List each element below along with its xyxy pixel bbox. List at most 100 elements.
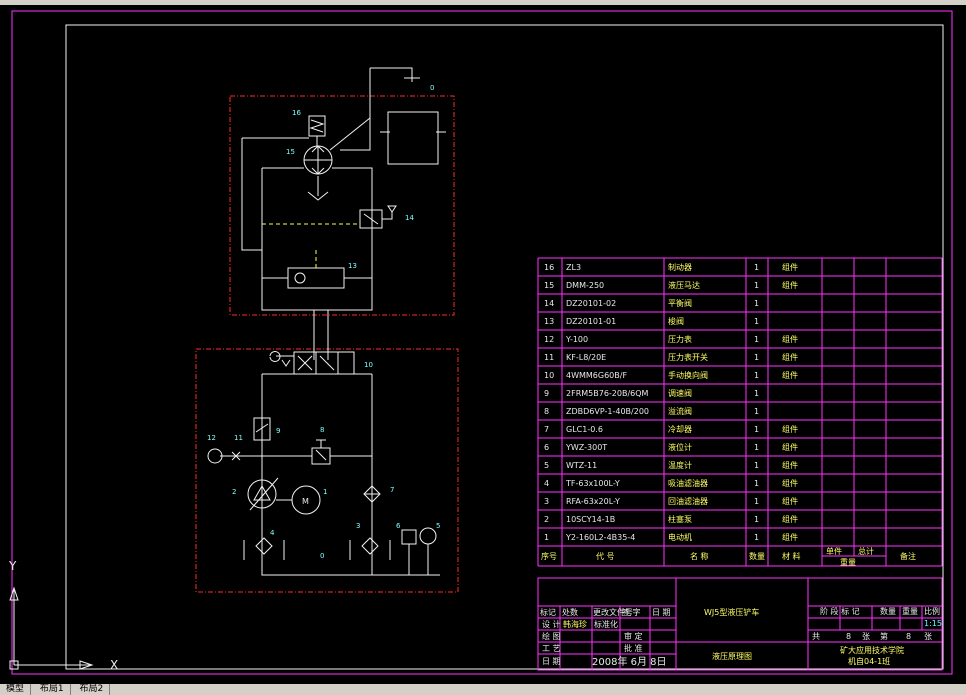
label-11: 11 [234,434,243,442]
bom-row-name: 调速阀 [668,389,692,398]
bom-row-index: 2 [544,515,549,524]
tab-layout2[interactable]: 布局2 [74,684,111,695]
toolbar-strip [0,0,966,5]
tb-row-9: 审 定 [624,631,643,641]
bom-row-qty: 1 [754,353,759,362]
class-name: 机自04-1班 [848,656,890,666]
bom-row-code: TF-63x100L-Y [565,479,620,488]
label-14: 14 [405,214,414,222]
bom-row-code: 4WMM6G60B/F [566,371,627,380]
motor-letter: M [302,497,309,506]
bom-row-name: 手动换向阀 [668,370,708,380]
bom-row-name: 压力表 [668,334,692,344]
bom-row-qty: 1 [754,515,759,524]
bom-row-code: ZL3 [566,263,581,272]
bom-row-material: 组件 [782,370,798,380]
bom-row-name: 电动机 [668,532,692,542]
sheet-unit: 张 [924,632,932,641]
bom-header-name: 名 称 [690,551,709,561]
drawing-date: 2008年 6月 8日 [592,655,667,668]
drawing-frame [11,10,953,675]
bom-row-material: 组件 [782,460,798,470]
bom-row-index: 5 [544,461,549,470]
bom-row-code: 2FRM5B76-20B/6QM [566,389,649,398]
drawing-name: WJ5型液压铲车 [704,607,759,617]
bom-row-index: 14 [544,299,554,308]
bom-row-index: 13 [544,317,554,326]
bom-row-index: 8 [544,407,549,416]
scale-header: 比例 [924,606,940,616]
layout-tabs: 模型 布局1 布局2 [0,684,966,695]
stage-header: 阶 段 标 记 [820,606,860,616]
bom-row-code: DMM-250 [566,281,604,290]
tb-row-10: 工 艺 [542,644,561,653]
bom-header-material: 材 料 [782,551,801,561]
bom-row-code: DZ20101-02 [566,299,616,308]
bom-header-weight: 重量 [840,557,856,567]
bom-row-index: 4 [544,479,549,488]
bom-row-name: 吸油滤油器 [668,478,708,488]
tb-row-7: 标准化 [594,619,618,629]
bom-header-qty: 数量 [749,551,765,561]
bom-row-name: 平衡阀 [668,298,692,308]
total-sheets-unit: 张 [862,632,870,641]
tab-layout1[interactable]: 布局1 [34,684,71,695]
bom-header-total: 总计 [858,546,874,556]
sheet-number-label: 第 [880,631,888,641]
bom-row-index: 10 [544,371,554,380]
bom-row-qty: 1 [754,263,759,272]
label-13: 13 [348,262,357,270]
bom-row-index: 16 [544,263,554,272]
label-5: 5 [436,522,440,530]
bom-row-material: 组件 [782,496,798,506]
bom-row-name: 溢流阀 [668,406,692,416]
tb-row-3: 签 字 [622,607,641,617]
bom-row-qty: 1 [754,497,759,506]
tb-row-12: 日 期 [542,657,561,666]
label-10: 10 [364,361,373,369]
bom-row-qty: 1 [754,335,759,344]
bom-row-index: 6 [544,443,549,452]
bom-header-remark: 备注 [900,551,916,561]
bom-row-name: 液压马达 [668,280,700,290]
ucs-x-label: X [110,658,118,672]
label-8: 8 [320,426,324,434]
bom-header-unit: 单件 [826,546,842,556]
label-0-lower: 0 [320,552,324,560]
tb-row-5: 设 计 [542,619,561,629]
label-1: 1 [323,488,327,496]
tab-model[interactable]: 模型 [0,684,32,695]
label-0-upper: 0 [430,84,434,92]
school-name: 矿大应用技术学院 [840,645,904,655]
tb-row-6: 韩海珍 [563,619,587,629]
total-sheets-label: 共 [812,632,820,641]
bom-row-name: 回油滤油器 [668,496,708,506]
sheet-number-value: 8 [906,632,911,641]
tb-row-8: 绘 图 [542,631,561,641]
label-16: 16 [292,109,301,117]
ucs-y-label: Y [8,559,17,573]
bom-row-material: 组件 [782,352,798,362]
bom-row-name: 柱塞泵 [668,514,692,524]
hydraulic-schematic [207,67,446,576]
bom-row-index: 1 [544,533,549,542]
bom-row-code: YWZ-300T [565,443,607,452]
bom-row-index: 12 [544,335,554,344]
bom-row-material: 组件 [782,280,798,290]
tb-row-11: 批 准 [624,643,643,653]
bom-row-name: 温度计 [668,460,692,470]
tb-row-4: 日 期 [652,608,671,617]
bom-header-code: 代 号 [596,551,615,561]
bom-row-code: RFA-63x20L-Y [566,497,620,506]
bom-row-qty: 1 [754,479,759,488]
bom-row-name: 压力表开关 [668,352,708,362]
label-4: 4 [270,529,275,537]
bom-row-code: Y2-160L2-4B35-4 [565,533,635,542]
bom-row-code: ZDBD6VP-1-40B/200 [566,407,649,416]
bom-row-material: 组件 [782,334,798,344]
label-7: 7 [390,486,394,494]
ucs-icon: X Y [8,559,118,672]
bom-row-qty: 1 [754,407,759,416]
bom-row-qty: 1 [754,317,759,326]
